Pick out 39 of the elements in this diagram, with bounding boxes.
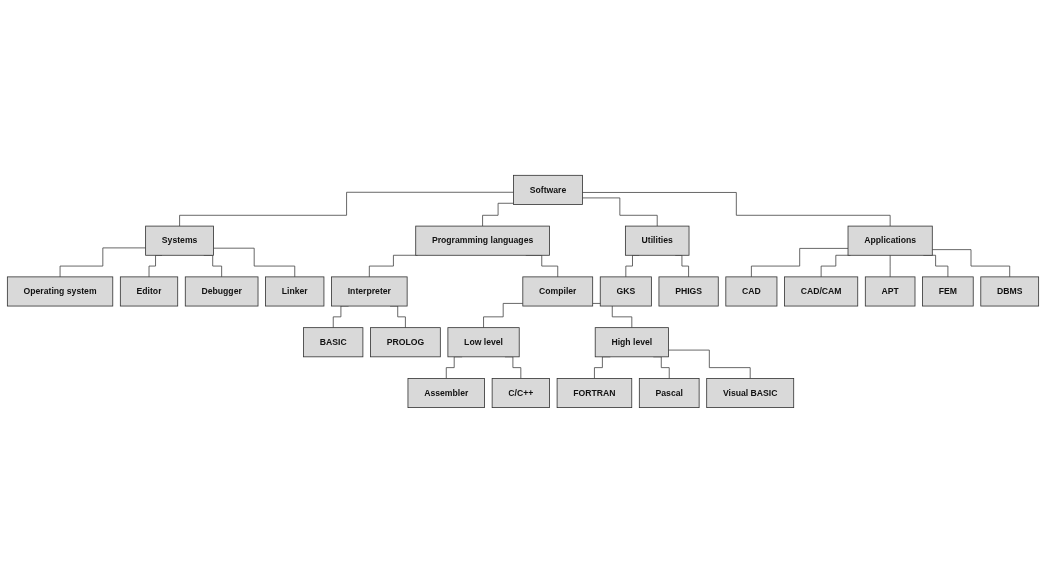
node-box: FEM — [922, 276, 974, 306]
node-box: Linker — [265, 276, 325, 306]
node-box: Low level — [447, 326, 520, 357]
node-box: CAD/CAM — [784, 276, 859, 306]
connector — [889, 254, 891, 277]
node-box: Systems — [145, 225, 214, 256]
node-box: PHIGS — [658, 276, 719, 306]
connector — [179, 191, 514, 227]
node-box: Programming languages — [415, 225, 550, 256]
connector — [482, 202, 514, 227]
node-box: Utilities — [625, 225, 690, 256]
node-box: CAD — [725, 276, 778, 306]
node-box: High level — [594, 326, 669, 357]
connector — [368, 254, 418, 277]
node-box: Interpreter — [331, 276, 408, 306]
node-box: DBMS — [980, 276, 1040, 306]
node-box: FORTRAN — [556, 377, 633, 408]
connector — [751, 247, 849, 277]
node-box: C/C++ — [491, 377, 550, 408]
connector — [582, 191, 891, 227]
node-box: Software — [513, 174, 583, 205]
connector — [213, 247, 296, 277]
connector — [582, 197, 658, 227]
node-box: Editor — [119, 276, 179, 306]
node-box: Applications — [847, 225, 933, 256]
connector — [483, 302, 524, 328]
node-box: PROLOG — [370, 326, 441, 357]
connector — [931, 248, 1011, 277]
connector — [59, 247, 146, 277]
node-box: APT — [864, 276, 916, 306]
node-box: Visual BASIC — [706, 377, 795, 408]
node-box: Pascal — [638, 377, 700, 408]
node-box: Operating system — [6, 276, 114, 306]
node-box: Debugger — [184, 276, 259, 306]
connector — [668, 349, 751, 379]
node-box: Compiler — [522, 276, 594, 306]
node-box: BASIC — [303, 326, 364, 357]
node-box: GKS — [599, 276, 652, 306]
node-box: Assembler — [407, 377, 485, 408]
